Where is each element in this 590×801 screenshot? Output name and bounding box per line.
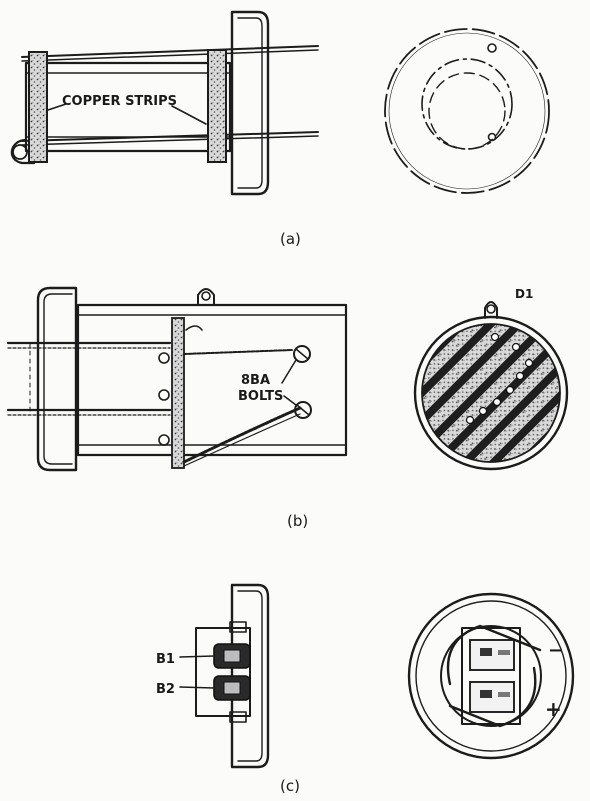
panel-b-frame [76, 303, 348, 457]
panel-a: COPPER STRIPS (a) [10, 10, 550, 248]
panel-b-end-view [413, 301, 569, 471]
copper-strip-left [28, 51, 48, 163]
battery-b1 [213, 643, 251, 669]
stripboard-holes [465, 332, 534, 425]
panel-c-end-view [407, 592, 575, 760]
panel-b: 8BA BOLTS D1 (b) [6, 286, 569, 530]
panel-a-hook [10, 138, 36, 165]
copper-strip-right [207, 49, 227, 163]
label-bolts: BOLTS [238, 389, 283, 404]
label-plus: + [545, 697, 562, 721]
panel-c-endcap [230, 583, 270, 769]
panel-b-copper-strip [171, 317, 185, 469]
panel-a-frame [24, 61, 232, 153]
label-b1: B1 [156, 652, 175, 667]
label-8ba: 8BA [241, 373, 270, 388]
label-copper-strips: COPPER STRIPS [62, 94, 177, 109]
panel-c-holder [195, 627, 251, 717]
label-minus: − [548, 640, 563, 661]
bolt-lower [294, 401, 312, 419]
label-d1: D1 [515, 287, 533, 301]
panel-a-end-view [384, 28, 550, 194]
label-b2: B2 [156, 682, 175, 697]
caption-a: (a) [280, 230, 301, 248]
panel-b-top-hook [197, 288, 215, 306]
caption-c: (c) [280, 777, 300, 795]
panel-a-endcap [230, 10, 270, 196]
panel-c: B1 B2 − + (c) [156, 583, 575, 795]
battery-b2 [213, 675, 251, 701]
bolt-upper [293, 345, 311, 363]
caption-b: (b) [287, 512, 308, 530]
panel-b-endcap [36, 286, 78, 472]
